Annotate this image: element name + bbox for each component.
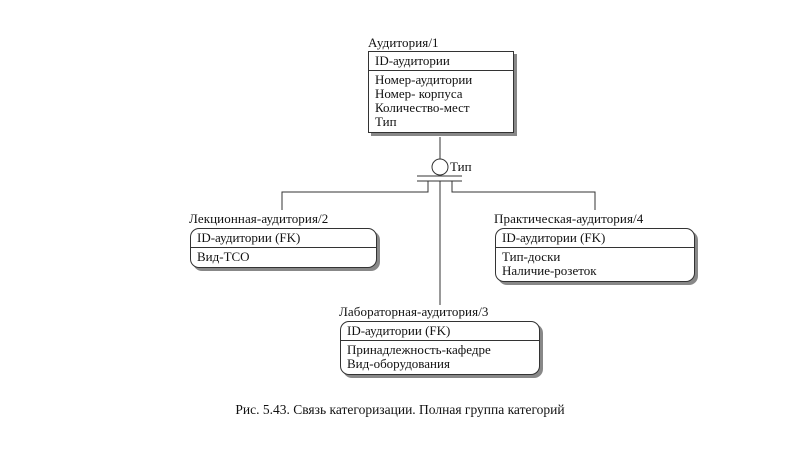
subtype-connector-practical	[451, 181, 596, 210]
entity-attribute: Принадлежность-кафедре	[347, 342, 491, 357]
subtype-connector-lecture	[281, 181, 429, 210]
entity-key: ID-аудитории (FK)	[341, 322, 539, 341]
entity-attribute: Вид-оборудования	[347, 356, 450, 371]
entity-attribute: Тип-доски	[502, 249, 561, 264]
figure-caption: Рис. 5.43. Связь категоризации. Полная г…	[235, 402, 565, 417]
entity-title-lab: Лабораторная-аудитория/3	[339, 304, 489, 319]
entity-attributes: Тип-доски Наличие-розеток	[496, 248, 694, 281]
entity-title-auditoria: Аудитория/1	[368, 35, 439, 50]
entity-attribute: Номер-аудитории	[375, 72, 473, 87]
entity-attributes: Принадлежность-кафедре Вид-оборудования	[341, 341, 539, 374]
entity-attributes: Номер-аудитории Номер- корпуса Количеств…	[369, 71, 513, 132]
entity-auditoria: ID-аудитории Номер-аудитории Номер- корп…	[368, 51, 514, 133]
entity-lab-auditorium: ID-аудитории (FK) Принадлежность-кафедре…	[340, 321, 540, 375]
entity-attribute: Наличие-розеток	[502, 263, 597, 278]
entity-attribute: Вид-ТСО	[197, 249, 250, 264]
discriminator-label: Тип	[450, 159, 472, 174]
entity-title-lecture: Лекционная-аудитория/2	[189, 211, 329, 226]
entity-attribute: Количество-мест	[375, 100, 470, 115]
entity-key: ID-аудитории	[369, 52, 513, 71]
entity-practical-auditorium: ID-аудитории (FK) Тип-доски Наличие-розе…	[495, 228, 695, 282]
entity-title-practical: Практическая-аудитория/4	[494, 211, 644, 226]
entity-lecture-auditorium: ID-аудитории (FK) Вид-ТСО	[190, 228, 377, 268]
entity-key: ID-аудитории (FK)	[191, 229, 376, 248]
discriminator-circle	[431, 158, 449, 176]
entity-key: ID-аудитории (FK)	[496, 229, 694, 248]
entity-attributes: Вид-ТСО	[191, 248, 376, 267]
entity-attribute: Тип	[375, 114, 397, 129]
entity-attribute: Номер- корпуса	[375, 86, 463, 101]
